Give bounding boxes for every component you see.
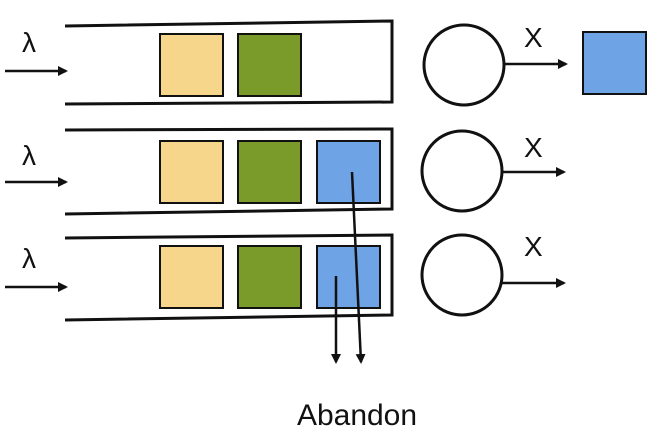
- arrival-rate-label-2: λ: [22, 140, 36, 171]
- departed-item-blue: [582, 31, 647, 95]
- queue-item-blue: [316, 140, 381, 204]
- server-circle-1: [422, 23, 506, 107]
- queue-row-2: λ X: [5, 127, 566, 216]
- service-rate-label-1: X: [524, 22, 543, 53]
- queue-buffer-2: [64, 127, 394, 216]
- queue-item-green: [237, 33, 302, 97]
- service-rate-label-2: X: [524, 132, 543, 163]
- queue-item-yellow: [159, 33, 224, 97]
- abandonment: Abandon: [297, 171, 417, 432]
- queue-item-yellow: [159, 245, 224, 309]
- abandon-arrow-queue-2: [350, 171, 366, 364]
- queue-item-blue: [316, 245, 381, 309]
- queue-item-green: [237, 245, 302, 309]
- arrival-rate-label-3: λ: [22, 243, 36, 274]
- abandon-label: Abandon: [297, 399, 417, 432]
- server-circle-2: [420, 129, 504, 213]
- server-circle-3: [420, 233, 504, 317]
- queue-row-1: λ X: [5, 19, 647, 107]
- queue-item-yellow: [159, 140, 224, 204]
- queue-buffer-3: [64, 233, 394, 322]
- service-rate-label-3: X: [524, 231, 543, 262]
- queue-item-green: [237, 140, 302, 204]
- arrival-rate-label-1: λ: [22, 27, 36, 58]
- queue-buffer-1: [64, 19, 394, 106]
- queue-row-3: λ X: [5, 231, 566, 322]
